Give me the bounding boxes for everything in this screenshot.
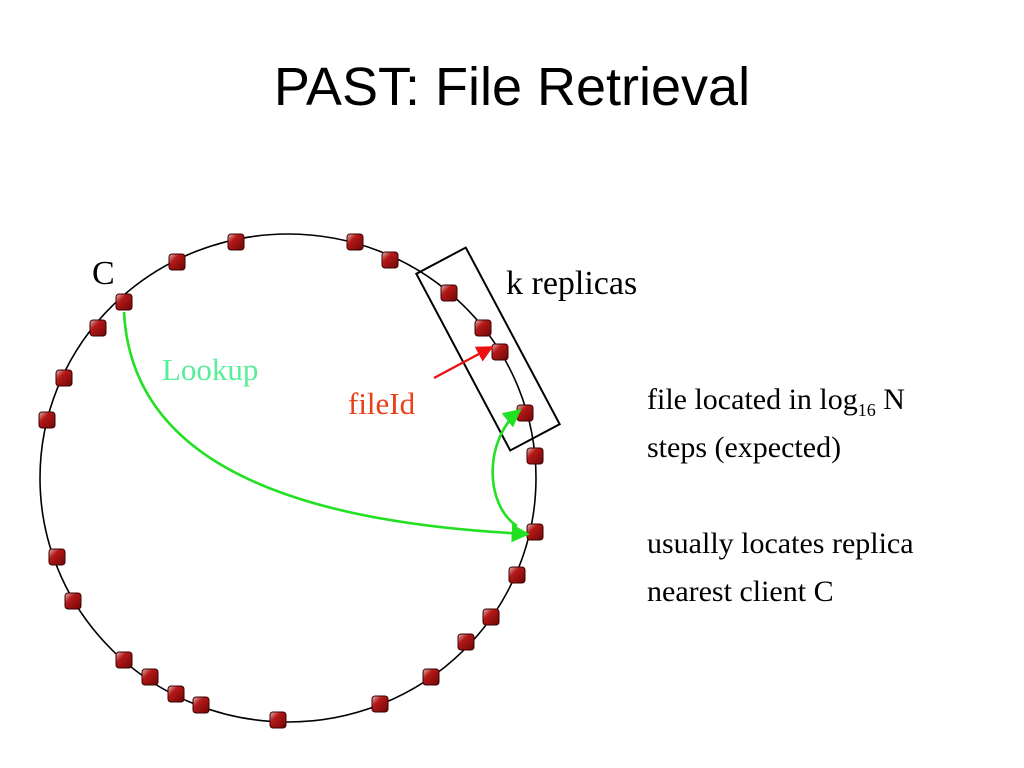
ring-node [381, 251, 399, 269]
ring-node [526, 523, 544, 541]
ring-node [192, 696, 210, 714]
caption-line-3: usually locates replica [647, 527, 914, 560]
caption-line-1-tail: N [875, 383, 905, 416]
ring-node [474, 319, 492, 337]
caption-log-base: 16 [857, 400, 876, 420]
ring-node [371, 695, 389, 713]
ring-node [508, 566, 526, 584]
ring-node [457, 633, 475, 651]
ring-node [38, 411, 56, 429]
ring-node [227, 233, 245, 251]
ring-node [482, 608, 500, 626]
replica-hop-arrow [491, 408, 522, 528]
ring-node [526, 447, 544, 465]
client-label: C [92, 255, 115, 292]
ring-node [167, 685, 185, 703]
ring-nodes [38, 233, 544, 729]
ring-node [491, 343, 509, 361]
fileid-label: fileId [348, 386, 416, 421]
caption-line-2: steps (expected) [647, 431, 842, 464]
lookup-arrow [122, 311, 530, 543]
ring-node [346, 233, 364, 251]
ring-node [440, 284, 458, 302]
caption-line-1: file located in log16 N [647, 376, 905, 424]
ring-node [269, 711, 287, 729]
caption-line-4: nearest client C [647, 575, 834, 608]
ring-node [115, 293, 133, 311]
ring-node [89, 319, 107, 337]
caption-lookup-steps: file located in log16 N steps (expected) [647, 376, 905, 472]
slide-title: PAST: File Retrieval [273, 57, 751, 117]
caption-nearest-replica: usually locates replica nearest client C [647, 520, 914, 616]
ring-node [55, 369, 73, 387]
ring-node [115, 651, 133, 669]
ring-node [64, 592, 82, 610]
ring-node [48, 548, 66, 566]
ring [39, 233, 537, 723]
ring-node [422, 668, 440, 686]
ring-node [141, 668, 159, 686]
caption-line-1-text: file located in log [647, 383, 858, 416]
fileid-arrow [433, 345, 494, 380]
ring-node [516, 404, 534, 422]
ring-node [168, 253, 186, 271]
replicas-label: k replicas [506, 265, 637, 302]
lookup-label: Lookup [162, 352, 258, 387]
